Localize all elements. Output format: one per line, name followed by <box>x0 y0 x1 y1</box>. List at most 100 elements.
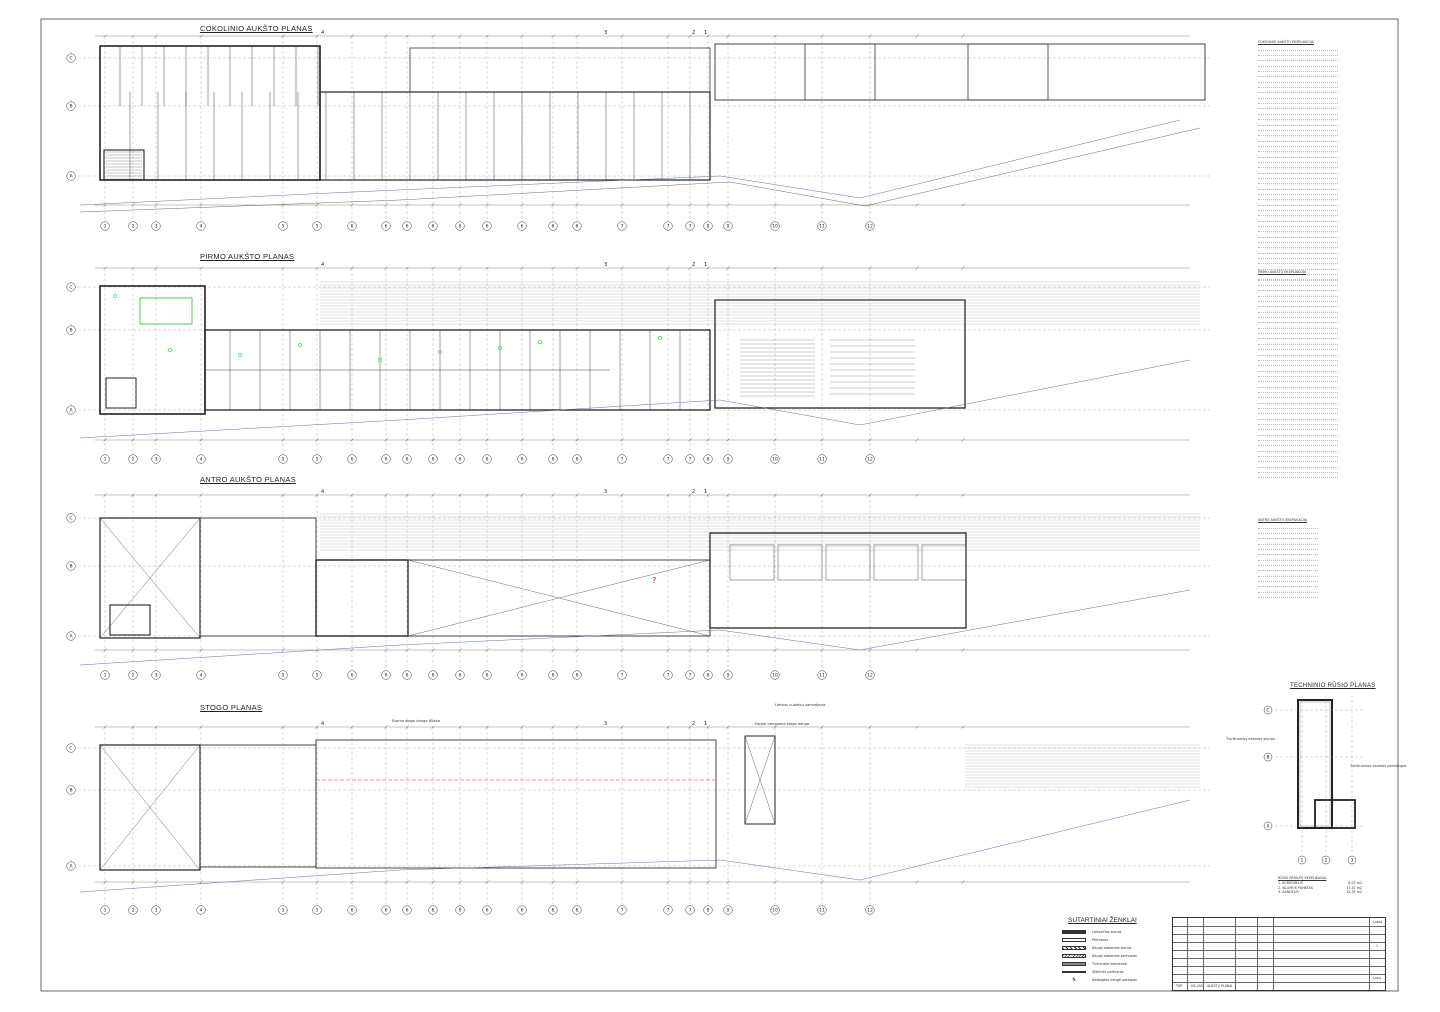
dimension-tick <box>868 725 872 729</box>
schedule-row-line <box>1258 238 1338 244</box>
dimension-tick <box>551 203 555 207</box>
scale: M1:200 <box>1191 984 1203 988</box>
grid-axis-label: 11 <box>819 908 825 914</box>
dimension-tick <box>458 34 462 38</box>
dimension-tick <box>726 203 730 207</box>
schedule-row-line <box>1258 115 1338 121</box>
grid-axis-bubble <box>428 454 438 464</box>
dimension-tick <box>820 34 824 38</box>
legend-item: Stiklinės pertvaros <box>1062 968 1170 976</box>
grid-axis-bubble <box>817 670 827 680</box>
grid-axis-label: 6 <box>521 224 524 230</box>
dimension-tick <box>726 880 730 884</box>
dimension-tick <box>199 493 203 497</box>
grid-axis-bubble <box>703 670 713 680</box>
dimension-tick <box>315 266 319 270</box>
schedule-row-line <box>1258 566 1318 572</box>
schedule-row-line <box>1258 227 1338 233</box>
legend-label: Stiklinės pertvaros <box>1092 970 1124 974</box>
tech-row-area: 8,07 m2 <box>1348 881 1362 886</box>
dimension-tick <box>520 203 524 207</box>
dimension-tick <box>384 438 388 442</box>
dimension-tick <box>485 648 489 652</box>
grid-row-bubble <box>66 513 76 523</box>
roof-note-new: Naujai įrengiama stogo danga <box>755 722 810 726</box>
dimension-tick <box>350 34 354 38</box>
grid-row-bubble <box>66 785 76 795</box>
grid-axis-bubble <box>617 670 627 680</box>
grid-axis-bubble <box>865 454 875 464</box>
dimension-tick <box>131 880 135 884</box>
bay-label: 1 <box>704 489 707 495</box>
site-line <box>79 799 1191 893</box>
dimension-tick <box>551 725 555 729</box>
schedule-row-line <box>1258 126 1338 131</box>
schedule-row-line <box>1258 222 1338 228</box>
grid-axis-bubble <box>312 454 322 464</box>
grid-axis-bubble <box>817 454 827 464</box>
dimension-tick <box>315 880 319 884</box>
dimension-tick <box>384 648 388 652</box>
grid-axis-bubble <box>128 454 138 464</box>
grid-axis-bubble <box>482 905 492 915</box>
schedule-row-line <box>1258 329 1338 335</box>
schedule-row-line <box>1258 446 1338 452</box>
grid-row-bubble <box>66 561 76 571</box>
dimension-tick <box>773 34 777 38</box>
dimension-tick <box>688 203 692 207</box>
grid-axis-bubble <box>100 221 110 231</box>
grid-axis-bubble <box>703 905 713 915</box>
schedule-row-line <box>1258 523 1318 529</box>
site-line <box>79 359 1191 439</box>
grid-axis-label: 7 <box>667 673 670 679</box>
dimension-tick <box>620 203 624 207</box>
dimension-tick <box>575 34 579 38</box>
legend-label: Pertvaros <box>1092 938 1108 942</box>
grid-axis-label: 6 <box>552 908 555 914</box>
legend-item: Pertvaros <box>1062 936 1170 944</box>
dimension-tick <box>726 648 730 652</box>
stair-core <box>105 377 137 409</box>
grid-row-label: B <box>69 564 72 570</box>
dimension-tick <box>666 648 670 652</box>
grid-axis-bubble <box>517 670 527 680</box>
tech-note-walls: Tvirtinamos esamos sienos <box>1226 737 1275 741</box>
grid-axis-label: 6 <box>406 224 409 230</box>
grid-axis-bubble <box>278 905 288 915</box>
site-line <box>79 119 1181 206</box>
exterior-wall <box>99 285 206 415</box>
grid-axis-bubble <box>617 221 627 231</box>
tech-room <box>1314 799 1356 829</box>
dimension-tick <box>154 880 158 884</box>
grid-axis-label: 8 <box>707 224 710 230</box>
schedule-row-line <box>1258 195 1338 201</box>
schedule-row-line <box>1258 425 1338 431</box>
dimension-tick <box>961 266 965 270</box>
schedule-row-line <box>1258 307 1338 313</box>
schedule-row-line <box>1258 545 1318 551</box>
dimension-tick <box>551 34 555 38</box>
dimension-tick <box>384 203 388 207</box>
dimension-tick <box>103 880 107 884</box>
room <box>825 544 871 581</box>
dimension-tick <box>620 880 624 884</box>
grid-axis-bubble <box>517 454 527 464</box>
schedule-row-line <box>1258 377 1338 383</box>
grid-axis-label: 6 <box>351 908 354 914</box>
dimension-tick <box>384 880 388 884</box>
grid-axis-label: 3 <box>155 224 158 230</box>
grid-axis-label: 6 <box>459 673 462 679</box>
dimension-tick <box>706 34 710 38</box>
grid-axis-bubble <box>381 905 391 915</box>
schedule-row-line <box>1258 184 1338 190</box>
sheet-frame <box>40 18 1399 992</box>
grid-axis-label: 11 <box>819 673 825 679</box>
bay-label: 1 <box>704 721 707 727</box>
dimension-tick <box>915 266 919 270</box>
grid-row-label: C <box>69 56 72 62</box>
red-question-mark: ? <box>652 576 656 585</box>
room <box>729 544 775 581</box>
